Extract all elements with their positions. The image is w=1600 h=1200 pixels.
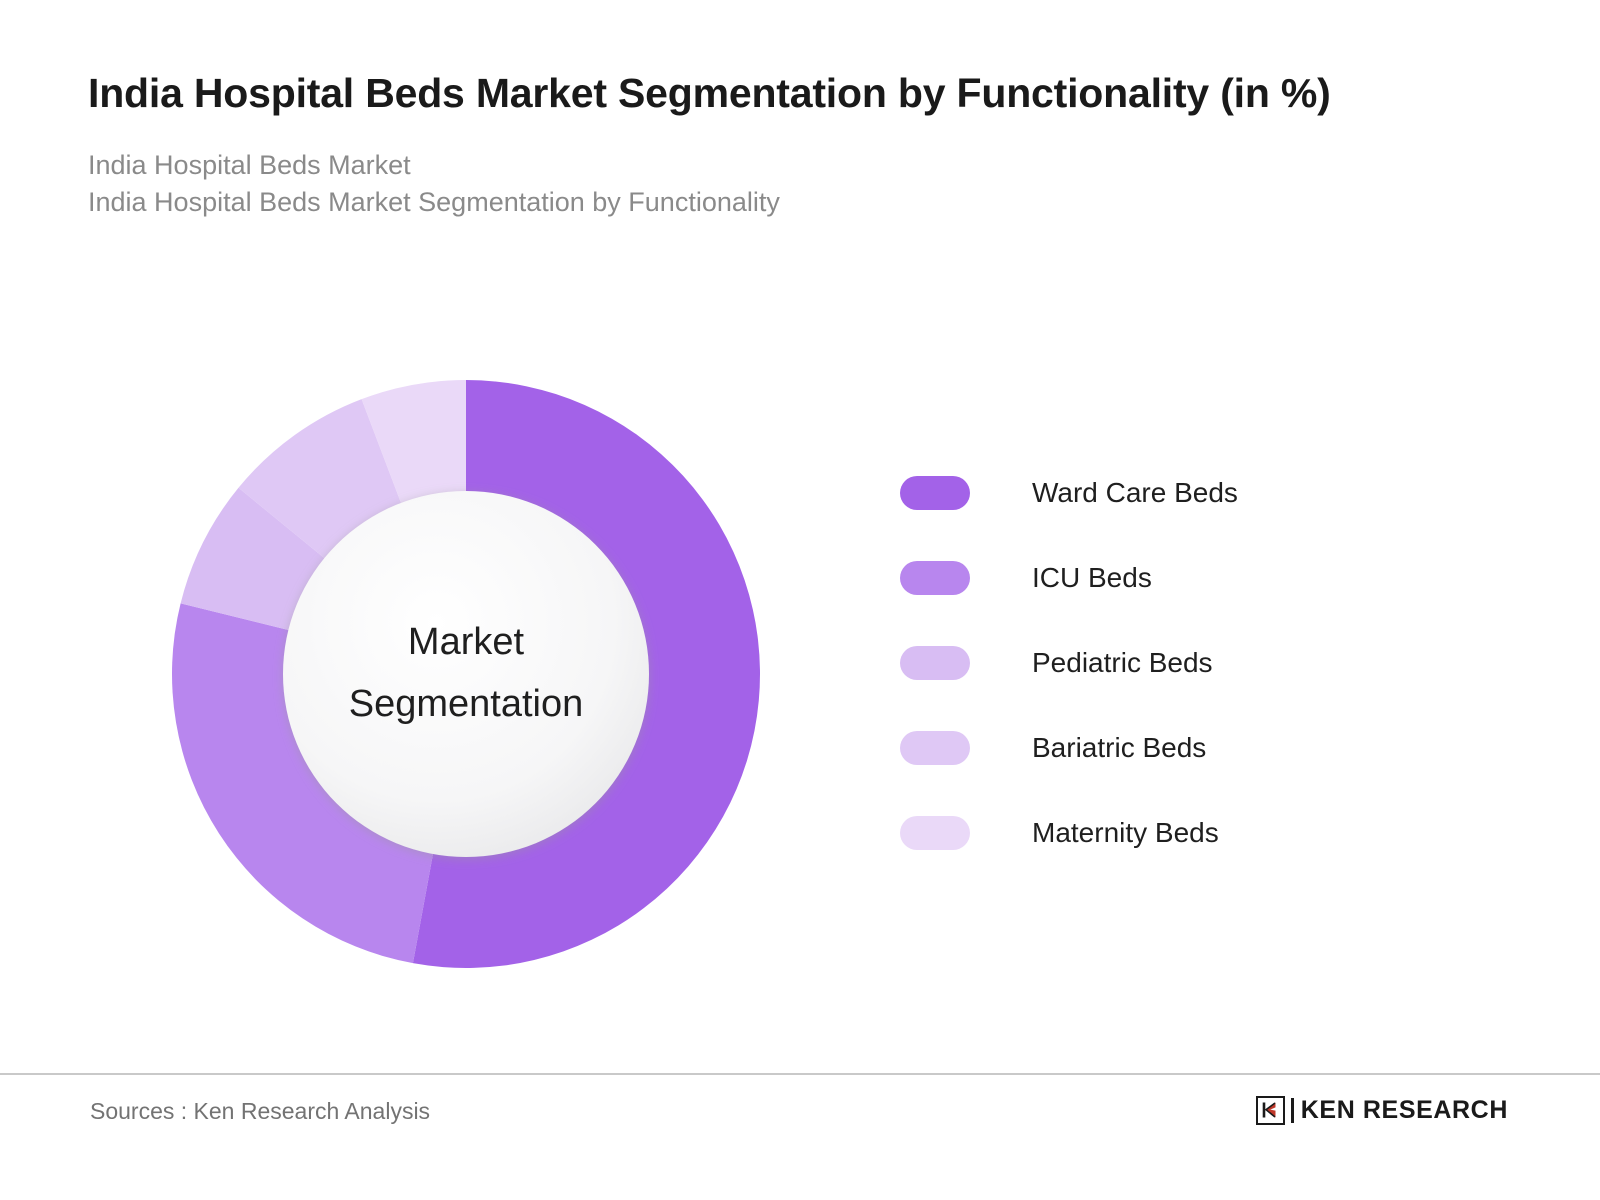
legend-item[interactable]: Maternity Beds bbox=[900, 790, 1460, 875]
donut-svg: Ward Care Beds 52.9%ICU Beds 26%Pediatri… bbox=[172, 380, 761, 968]
legend-swatch-icon bbox=[900, 815, 970, 850]
legend-item[interactable]: Pediatric Beds bbox=[900, 620, 1460, 705]
donut-hole bbox=[283, 491, 649, 857]
legend-label: Ward Care Beds bbox=[1032, 476, 1238, 508]
legend-item[interactable]: Ward Care Beds bbox=[900, 450, 1460, 535]
legend-swatch-icon bbox=[900, 475, 970, 510]
subtitle-block: India Hospital Beds Market India Hospita… bbox=[88, 147, 1508, 222]
footer-divider bbox=[0, 1073, 1600, 1075]
donut-chart: Ward Care Beds 52.9%ICU Beds 26%Pediatri… bbox=[170, 378, 762, 970]
legend-label: ICU Beds bbox=[1032, 561, 1152, 593]
subtitle-line-segmentation: India Hospital Beds Market Segmentation … bbox=[88, 186, 780, 217]
subtitle-line-market: India Hospital Beds Market bbox=[88, 149, 411, 180]
logo-wordmark: KEN RESEARCH bbox=[1300, 1095, 1508, 1124]
legend-swatch-icon bbox=[900, 730, 970, 765]
logo-divider bbox=[1290, 1097, 1294, 1123]
legend-label: Bariatric Beds bbox=[1032, 731, 1207, 763]
header: India Hospital Beds Market Segmentation … bbox=[88, 66, 1508, 221]
legend-item[interactable]: Bariatric Beds bbox=[900, 705, 1460, 790]
chart-area: Ward Care Beds 52.9%ICU Beds 26%Pediatri… bbox=[0, 330, 1600, 1030]
legend-item[interactable]: ICU Beds bbox=[900, 535, 1460, 620]
footer-sources: Sources : Ken Research Analysis bbox=[90, 1098, 431, 1124]
legend-label: Maternity Beds bbox=[1032, 816, 1219, 848]
ken-research-logo: KEN RESEARCH bbox=[1255, 1093, 1508, 1127]
page-title: India Hospital Beds Market Segmentation … bbox=[88, 70, 1331, 116]
legend-swatch-icon bbox=[900, 645, 970, 680]
legend-label: Pediatric Beds bbox=[1032, 646, 1213, 678]
logo-k-mark-icon bbox=[1255, 1095, 1285, 1125]
legend-swatch-icon bbox=[900, 560, 970, 595]
